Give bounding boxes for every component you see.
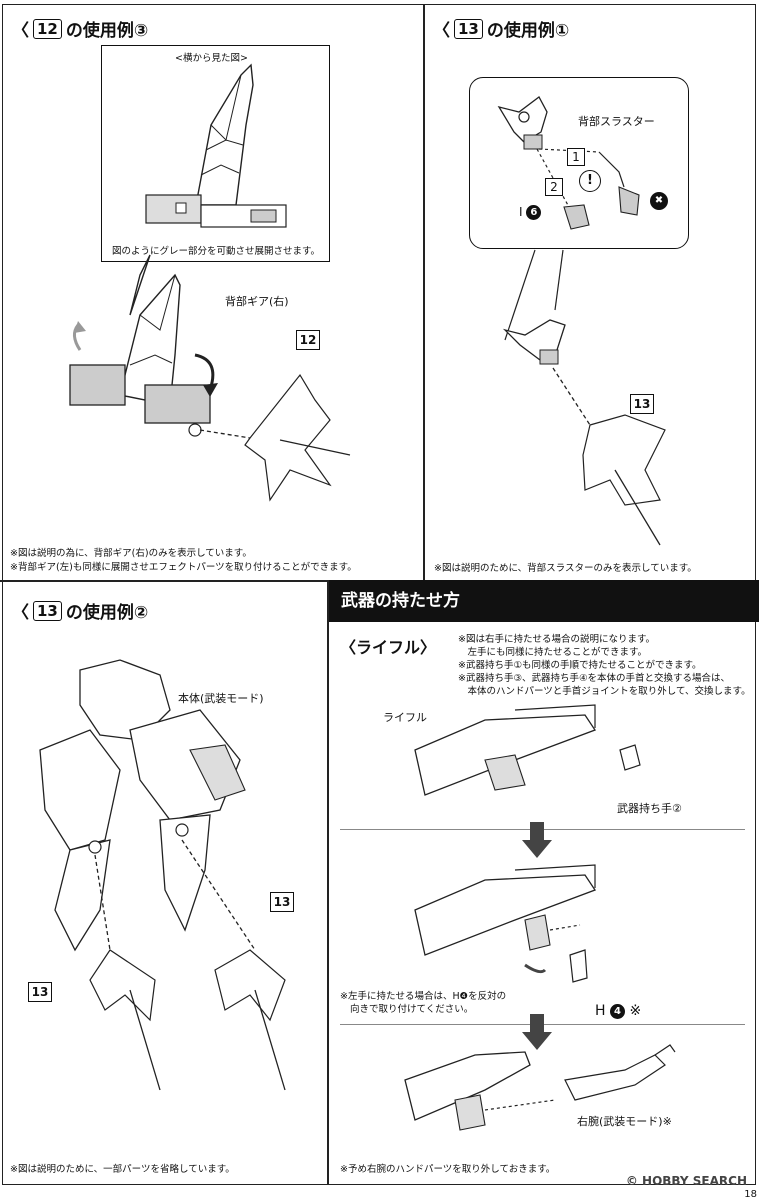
rifle-step1-illustration — [414, 704, 641, 796]
part-code: I 6 — [519, 205, 542, 220]
rifle-note-2: 左手にも同様に持たせることができます。 — [458, 647, 648, 658]
part-number-box: 13 — [33, 600, 62, 621]
gear-side-view-illustration — [145, 63, 287, 228]
inset-caption: <横から見た図> — [175, 53, 248, 64]
gear-deploy-illustration — [69, 254, 351, 502]
body-back-illustration — [39, 659, 286, 1091]
rifle-note-3: ※武器持ち手①も同様の手順で持たせることができます。 — [458, 660, 702, 671]
title-bracket: 〈 — [12, 603, 29, 623]
panel2-title: 〈 13 の使用例① — [433, 16, 569, 41]
right-arm-label: 右腕(武装モード)※ — [577, 1115, 672, 1128]
part-callout-13-right: 13 — [270, 892, 294, 912]
part-code-h4: H 4 ※ — [595, 1003, 641, 1019]
part-number-circle: 4 — [609, 1003, 625, 1019]
part-letter: I — [519, 205, 523, 219]
thruster-detail-illustration — [497, 96, 640, 230]
part-number-box: 13 — [454, 18, 483, 39]
gear-label: 背部ギア(右) — [225, 295, 289, 308]
inset-note: 図のようにグレー部分を可動させ展開させます。 — [112, 246, 321, 257]
step-2: 2 — [545, 178, 563, 196]
title-text: の使用例③ — [65, 21, 149, 41]
section-header: 武器の持たせ方 — [329, 580, 759, 622]
step-1: 1 — [567, 148, 585, 166]
rifle-note-1: ※図は右手に持たせる場合の説明になります。 — [458, 634, 656, 645]
ng-icon: ✖ — [650, 192, 668, 210]
left-hand-note-2: 向きで取り付けてください。 — [350, 1004, 474, 1015]
rifle-subtitle: 〈ライフル〉 — [340, 638, 437, 657]
page-number: 18 — [744, 1189, 757, 1200]
border-top — [2, 4, 756, 5]
part-callout-13: 13 — [630, 394, 654, 414]
panel1-note-1: ※図は説明の為に、背部ギア(右)のみを表示しています。 — [10, 548, 252, 559]
panel1-title: 〈 12 の使用例③ — [12, 16, 148, 41]
panel3-note: ※図は説明のために、一部パーツを省略しています。 — [10, 1164, 235, 1175]
thruster-label: 背部スラスター — [578, 115, 655, 128]
part-letter: H — [595, 1003, 606, 1019]
part-mark: ※ — [629, 1003, 642, 1019]
rifle-note-5: 本体のハンドパーツと手首ジョイントを取り外して、交換します。 — [458, 686, 751, 697]
watermark: © HOBBY SEARCH — [625, 1174, 747, 1188]
panel1-note-2: ※背部ギア(左)も同様に展開させエフェクトパーツを取り付けることができます。 — [10, 562, 357, 573]
weapon-hand-2-label: 武器持ち手② — [617, 802, 682, 815]
title-text: の使用例② — [65, 603, 149, 623]
rifle-label: ライフル — [383, 711, 427, 724]
border-left — [2, 4, 3, 1184]
step-arrow-1 — [522, 822, 552, 858]
divider-vertical-top — [423, 4, 425, 580]
panel3-title: 〈 13 の使用例② — [12, 598, 148, 623]
rifle-note-4: ※武器持ち手③、武器持ち手④を本体の手首と交換する場合は、 — [458, 673, 730, 684]
part-callout-13-left: 13 — [28, 982, 52, 1002]
step-arrow-2 — [522, 1014, 552, 1050]
border-bottom — [2, 1184, 756, 1185]
rifle-step3-illustration — [404, 1044, 676, 1131]
body-label: 本体(武装モード) — [178, 692, 264, 705]
title-text: の使用例① — [486, 21, 570, 41]
title-bracket: 〈 — [433, 21, 450, 41]
thruster-mount-illustration — [502, 249, 666, 546]
part-number-box: 12 — [33, 18, 62, 39]
divider-vertical-bottom — [327, 580, 329, 1185]
title-bracket: 〈 — [12, 21, 29, 41]
left-hand-note-1: ※左手に持たせる場合は、H❹を反対の — [340, 991, 507, 1002]
part-callout-12: 12 — [296, 330, 320, 350]
warning-icon: ! — [579, 170, 601, 192]
rifle-step2-illustration — [414, 864, 596, 983]
panel4-bottom-note: ※予め右腕のハンドパーツを取り外しておきます。 — [340, 1164, 556, 1175]
panel2-note: ※図は説明のために、背部スラスターのみを表示しています。 — [434, 563, 697, 574]
part-number-circle: 6 — [526, 205, 542, 220]
